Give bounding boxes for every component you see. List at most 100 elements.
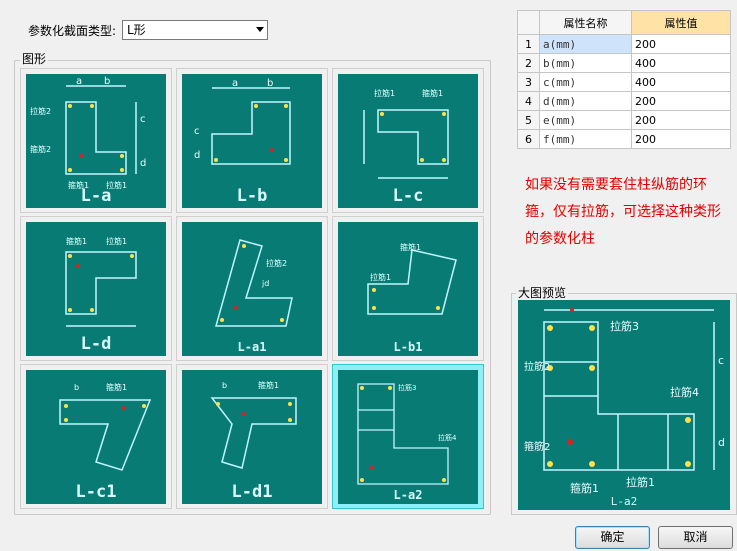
label-tie2: 拉筋2 (30, 106, 51, 116)
property-name[interactable]: e(mm) (539, 110, 632, 130)
shape-tile-l-c[interactable]: 拉筋1 箍筋1 L-c (332, 68, 484, 213)
section-type-label: 参数化截面类型: (28, 24, 117, 38)
label-tie1: 拉筋1 (106, 180, 127, 190)
l-a2-large-diagram: 拉筋3 拉筋2 拉筋4 箍筋2 箍筋1 拉筋1 c d (524, 308, 725, 495)
properties-table[interactable]: 属性名称 属性值 1 a(mm) 200 2 b(mm) 400 3 c(mm)… (517, 10, 731, 149)
l-c1-diagram: b 箍筋1 (59, 382, 152, 471)
label-stirrup1: 箍筋1 (400, 242, 421, 252)
ok-button[interactable]: 确定 (575, 526, 650, 549)
column-header-name: 属性名称 (539, 10, 632, 35)
shape-tile-l-c1[interactable]: b 箍筋1 L-c1 (20, 364, 172, 509)
chevron-down-icon[interactable] (256, 27, 264, 32)
label-b: b (74, 383, 79, 392)
shape-preview: 箍筋1 拉筋1 L-d (26, 222, 166, 356)
property-name[interactable]: c(mm) (539, 72, 632, 92)
table-row[interactable]: 6 f(mm) 200 (517, 129, 731, 149)
label-stirrup1: 箍筋1 (422, 88, 443, 98)
label-d: d (194, 150, 200, 161)
label-tie1: 拉筋1 (374, 88, 395, 98)
property-name[interactable]: f(mm) (539, 129, 632, 149)
l-a-diagram: a b c d 拉筋2 箍筋2 箍筋1 拉筋1 (30, 76, 146, 190)
l-c-diagram: 拉筋1 箍筋1 (363, 88, 449, 179)
property-value[interactable]: 400 (631, 53, 731, 73)
property-value[interactable]: 200 (631, 110, 731, 130)
section-type-value: L形 (127, 23, 146, 37)
label-tie2: 拉筋2 (266, 258, 287, 268)
shape-preview: 拉筋3 拉筋4 L-a2 (338, 370, 478, 504)
shape-tile-l-a[interactable]: a b c d 拉筋2 箍筋2 箍筋1 拉筋1 L-a (20, 68, 172, 213)
hint-note: 如果没有需要套住柱纵筋的环箍，仅有拉筋，可选择这种类形的参数化柱 (525, 177, 721, 247)
shape-preview: b 箍筋1 L-c1 (26, 370, 166, 504)
l-d-diagram: 箍筋1 拉筋1 (65, 236, 137, 327)
label-d: d (140, 158, 146, 169)
row-index: 1 (517, 34, 540, 54)
tile-caption: L-a (80, 186, 112, 206)
shape-tile-l-a2[interactable]: 拉筋3 拉筋4 L-a2 (332, 364, 484, 509)
tile-caption: L-d (80, 334, 112, 354)
row-index: 4 (517, 91, 540, 111)
table-row[interactable]: 4 d(mm) 200 (517, 91, 731, 111)
tile-caption: L-d1 (231, 482, 273, 502)
label-stirrup1: 箍筋1 (570, 481, 599, 495)
shape-tile-l-a1[interactable]: 拉筋2 jd L-a1 (176, 216, 328, 361)
table-header-row: 属性名称 属性值 (517, 10, 731, 35)
label-stirrup1: 箍筋1 (106, 382, 127, 392)
shape-tile-l-d1[interactable]: b 箍筋1 L-d1 (176, 364, 328, 509)
label-tie1: 拉筋1 (370, 272, 391, 282)
property-value[interactable]: 200 (631, 91, 731, 111)
property-name[interactable]: d(mm) (539, 91, 632, 111)
shape-tile-l-b1[interactable]: 箍筋1 拉筋1 L-b1 (332, 216, 484, 361)
shapes-group (14, 60, 491, 515)
label-stirrup2: 箍筋2 (524, 440, 550, 453)
table-row[interactable]: 2 b(mm) 400 (517, 53, 731, 73)
property-value[interactable]: 200 (631, 129, 731, 149)
cancel-button[interactable]: 取消 (658, 526, 733, 549)
l-d1-diagram: b 箍筋1 (210, 380, 297, 469)
label-stirrup1: 箍筋1 (66, 236, 87, 246)
label-c: c (194, 126, 200, 137)
tile-caption: L-c (392, 186, 424, 206)
large-preview: 拉筋3 拉筋2 拉筋4 箍筋2 箍筋1 拉筋1 c d L-a2 (518, 300, 730, 510)
label-b: a (232, 78, 238, 89)
corner-cell (517, 10, 540, 35)
property-name[interactable]: b(mm) (539, 53, 632, 73)
row-index: 6 (517, 129, 540, 149)
l-a2-diagram: 拉筋3 拉筋4 (357, 383, 457, 485)
tile-caption: L-c1 (75, 482, 117, 502)
label-tie2: 拉筋2 (524, 360, 550, 373)
property-name[interactable]: a(mm) (539, 34, 632, 54)
label-tie3: 拉筋3 (398, 383, 416, 392)
table-row[interactable]: 5 e(mm) 200 (517, 110, 731, 130)
label-stirrup1: 箍筋1 (68, 180, 89, 190)
row-index: 2 (517, 53, 540, 73)
table-row[interactable]: 3 c(mm) 400 (517, 72, 731, 92)
tile-caption: L-a1 (237, 340, 267, 354)
shape-preview: a b c d 拉筋2 箍筋2 箍筋1 拉筋1 L-a (26, 74, 166, 208)
section-type-select[interactable]: L形 (122, 20, 268, 40)
label-a: b (267, 78, 273, 89)
row-index: 3 (517, 72, 540, 92)
table-row[interactable]: 1 a(mm) 200 (517, 34, 731, 54)
l-b-diagram: a b c d (194, 78, 291, 165)
label-b: b (104, 76, 110, 87)
row-index: 5 (517, 110, 540, 130)
shapes-group-label: 图形 (20, 50, 49, 67)
tile-caption: L-b1 (393, 340, 423, 354)
l-b1-diagram: 箍筋1 拉筋1 (367, 242, 457, 315)
tile-caption: L-a2 (393, 488, 423, 502)
property-value[interactable]: 400 (631, 72, 731, 92)
shape-tile-l-d[interactable]: 箍筋1 拉筋1 L-d (20, 216, 172, 361)
label-tie4: 拉筋4 (670, 385, 699, 399)
l-a1-diagram: 拉筋2 jd (215, 239, 293, 327)
column-header-value: 属性值 (631, 10, 731, 35)
preview-group-label: 大图预览 (516, 284, 569, 301)
label-a: a (76, 76, 82, 87)
shape-preview: 拉筋1 箍筋1 L-c (338, 74, 478, 208)
label-tie1: 拉筋1 (106, 236, 127, 246)
shape-tile-l-b[interactable]: a b c d L-b (176, 68, 328, 213)
label-stirrup2: 箍筋2 (30, 144, 51, 154)
shape-preview: 箍筋1 拉筋1 L-b1 (338, 222, 478, 356)
property-value[interactable]: 200 (631, 34, 731, 54)
tile-caption: L-b (236, 186, 268, 206)
shape-preview: b 箍筋1 L-d1 (182, 370, 322, 504)
